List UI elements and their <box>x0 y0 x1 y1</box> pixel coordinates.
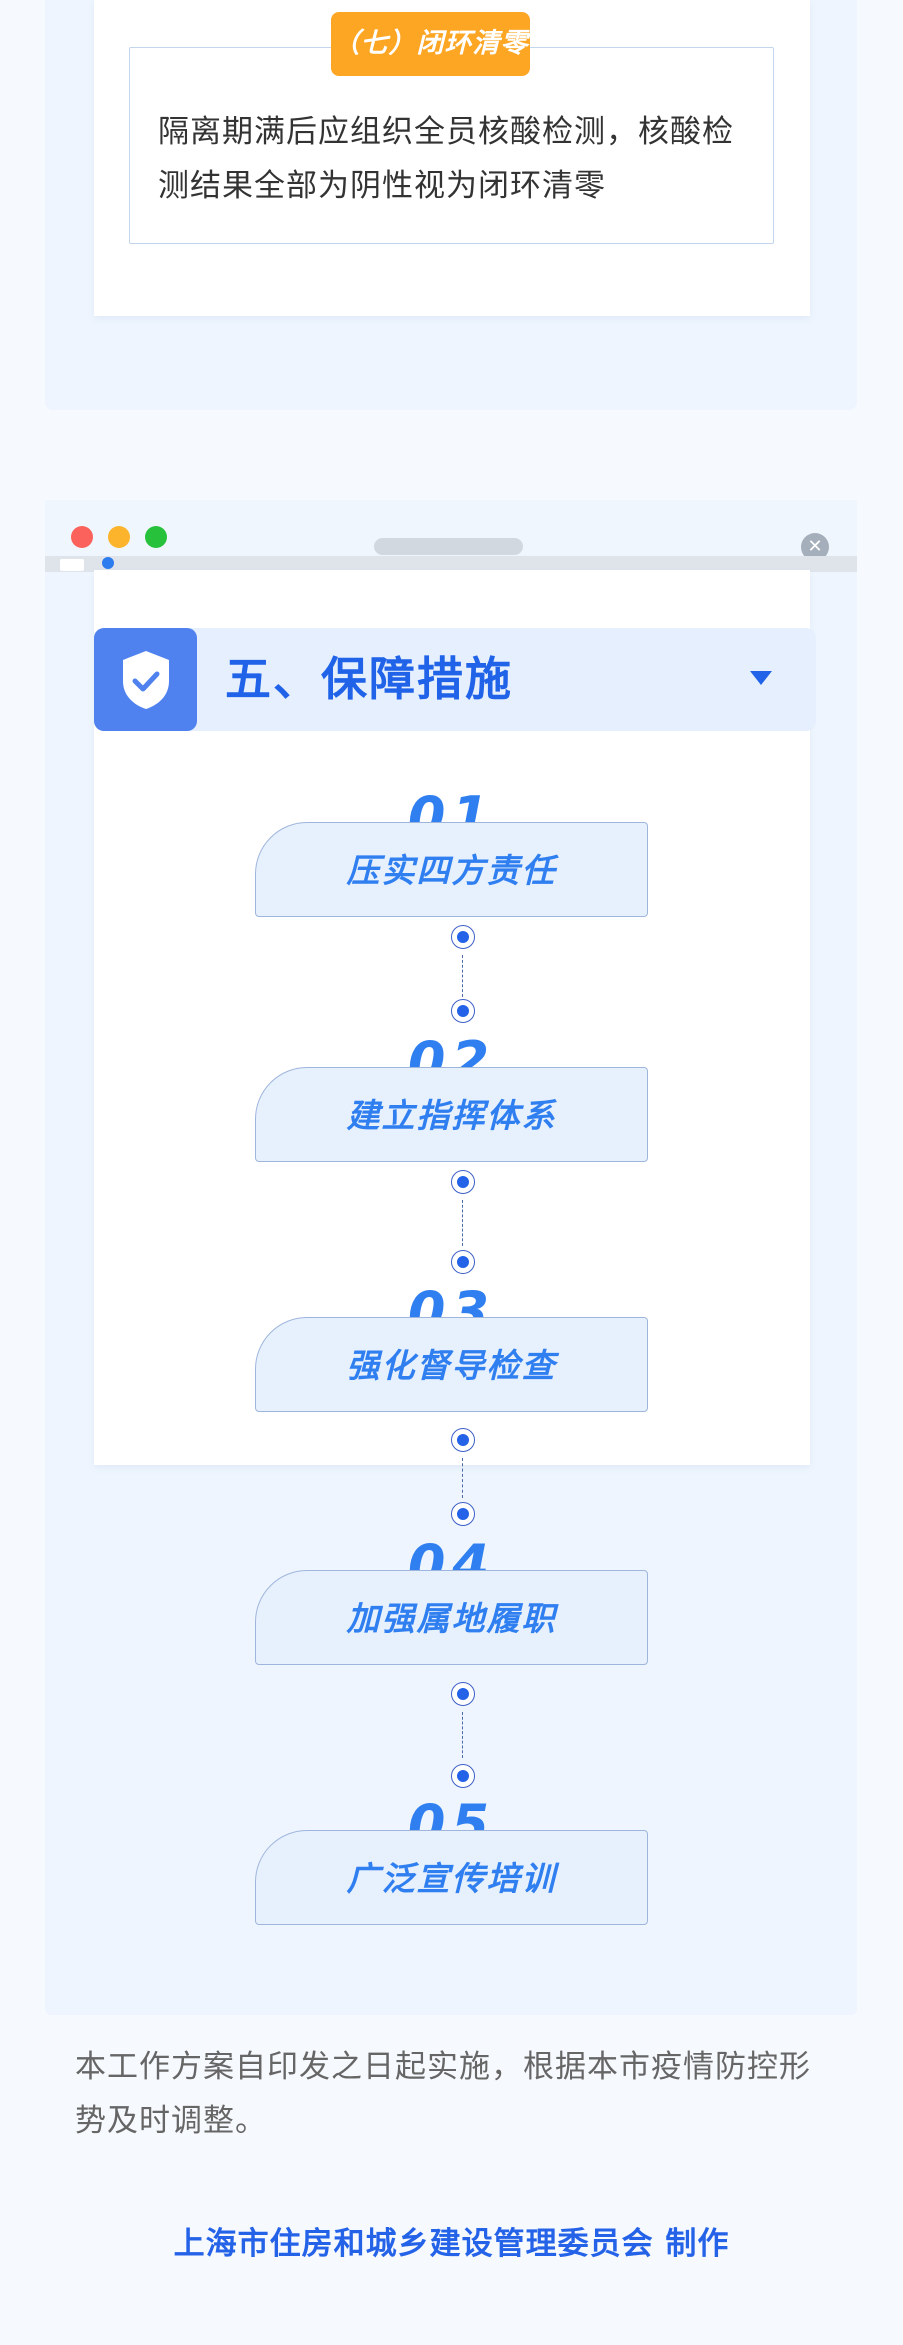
section-5-title: 五、保障措施 <box>225 652 513 706</box>
node-icon <box>451 999 475 1023</box>
caret-down-icon[interactable] <box>750 671 772 685</box>
node-icon <box>451 1250 475 1274</box>
node-icon <box>451 1502 475 1526</box>
step-label: 建立指挥体系 <box>346 1096 557 1135</box>
node-icon <box>451 1428 475 1452</box>
step-label: 压实四方责任 <box>346 851 557 890</box>
node-icon <box>451 1682 475 1706</box>
window-titlebar: ✕ <box>45 500 857 561</box>
tab-indicator-dot-icon <box>102 557 114 569</box>
dashed-line <box>462 1712 463 1758</box>
dashed-line <box>462 955 463 997</box>
step-label: 强化督导检查 <box>346 1346 557 1385</box>
tab-blank[interactable] <box>60 559 84 571</box>
close-window-dot-icon[interactable] <box>71 526 93 548</box>
node-icon <box>451 1764 475 1788</box>
closed-loop-box <box>129 47 774 244</box>
address-bar[interactable] <box>374 538 523 555</box>
step-label: 广泛宣传培训 <box>346 1859 557 1898</box>
dashed-line <box>462 1200 463 1246</box>
tab-bar <box>45 556 857 572</box>
shield-check-icon <box>94 628 197 731</box>
implementation-note: 本工作方案自印发之日起实施，根据本市疫情防控形势及时调整。 <box>75 2049 811 2139</box>
closed-loop-tag: （七）闭环清零 <box>331 12 530 76</box>
step-card: 压实四方责任 <box>255 822 648 917</box>
node-icon <box>451 925 475 949</box>
step-card: 强化督导检查 <box>255 1317 648 1412</box>
dashed-line <box>462 1458 463 1498</box>
producer-credit: 上海市住房和城乡建设管理委员会 制作 <box>173 2226 730 2262</box>
maximize-window-dot-icon[interactable] <box>145 526 167 548</box>
node-icon <box>451 1170 475 1194</box>
step-card: 广泛宣传培训 <box>255 1830 648 1925</box>
section-5-header[interactable]: 五、保障措施 <box>94 628 816 731</box>
step-card: 建立指挥体系 <box>255 1067 648 1162</box>
browser-window: ✕ 五、保障措施 01 压实四方责任 02 建立指挥体系 <box>45 500 857 2015</box>
closed-loop-text: 隔离期满后应组织全员核酸检测，核酸检测结果全部为阴性视为闭环清零 <box>158 114 734 204</box>
step-label: 加强属地履职 <box>346 1599 557 1638</box>
step-card: 加强属地履职 <box>255 1570 648 1665</box>
minimize-window-dot-icon[interactable] <box>108 526 130 548</box>
